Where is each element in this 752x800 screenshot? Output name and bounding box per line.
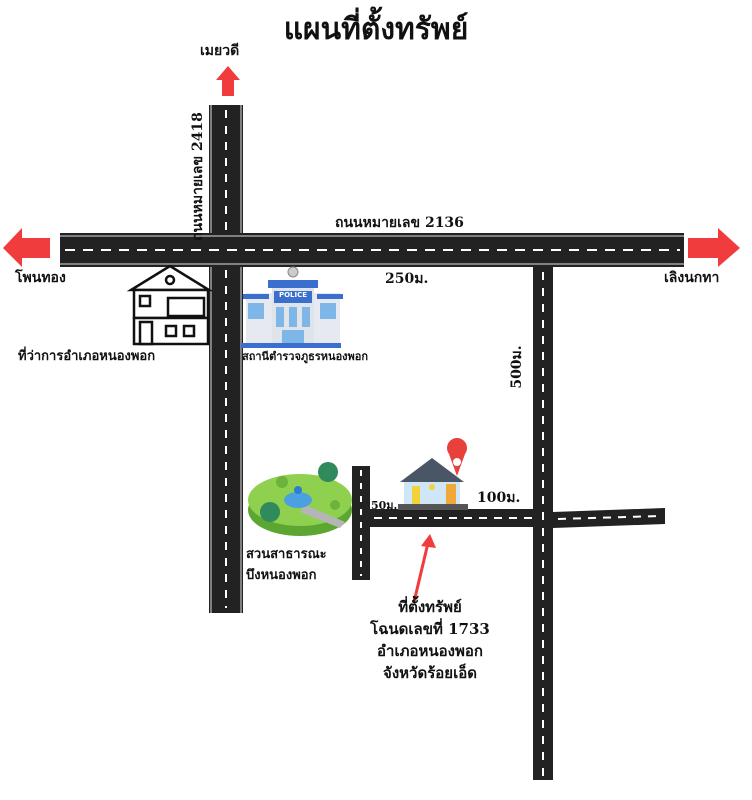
road-2136 <box>60 233 684 267</box>
police-station-label: สถานีตำรวจภูธรหนองพอก <box>242 350 369 363</box>
direction-label-west: โพนทอง <box>15 270 66 286</box>
road-2418 <box>209 105 243 613</box>
pointer-arrow-icon <box>412 534 436 603</box>
arrow-up-icon <box>216 66 240 96</box>
park-label-line2: บึงหนองพอก <box>246 568 317 583</box>
district-office-icon <box>126 264 214 346</box>
direction-label-east: เลิงนกทา <box>664 270 720 286</box>
road-label-2418: ถนนหมายเลข 2418 <box>190 112 206 241</box>
road-label-2136: ถนนหมายเลข 2136 <box>335 215 464 231</box>
distance-500m: 500ม. <box>509 345 525 389</box>
property-house-icon <box>398 458 468 510</box>
park-label-line1: สวนสาธารณะ <box>246 547 327 562</box>
distance-50m: 50ม. <box>371 499 398 512</box>
direction-label-north: เมยวดี <box>200 43 240 59</box>
side-road-500m <box>533 267 553 780</box>
police-sign: POLICE <box>278 291 308 299</box>
map-title: แผนที่ตั้งทรัพย์ <box>283 12 469 47</box>
property-description: ที่ตั้งทรัพย์ โฉนดเลขที่ 1733 อำเภอหนองพ… <box>330 596 530 684</box>
property-label: ที่ตั้งทรัพย์ <box>398 598 462 616</box>
park-icon <box>248 462 352 536</box>
province-name: จังหวัดร้อยเอ็ด <box>383 664 477 682</box>
district-office-label: ที่ว่าการอำเภอหนองพอก <box>18 349 156 364</box>
deed-number: โฉนดเลขที่ 1733 <box>370 620 490 638</box>
distance-250m: 250ม. <box>385 271 429 287</box>
district-name: อำเภอหนองพอก <box>377 642 483 660</box>
arrow-right-icon <box>688 228 740 267</box>
side-road-100m <box>352 466 665 580</box>
police-station-icon <box>241 266 343 348</box>
arrow-left-icon <box>3 228 50 267</box>
location-pin-icon <box>447 437 468 476</box>
distance-100m: 100ม. <box>477 490 521 506</box>
